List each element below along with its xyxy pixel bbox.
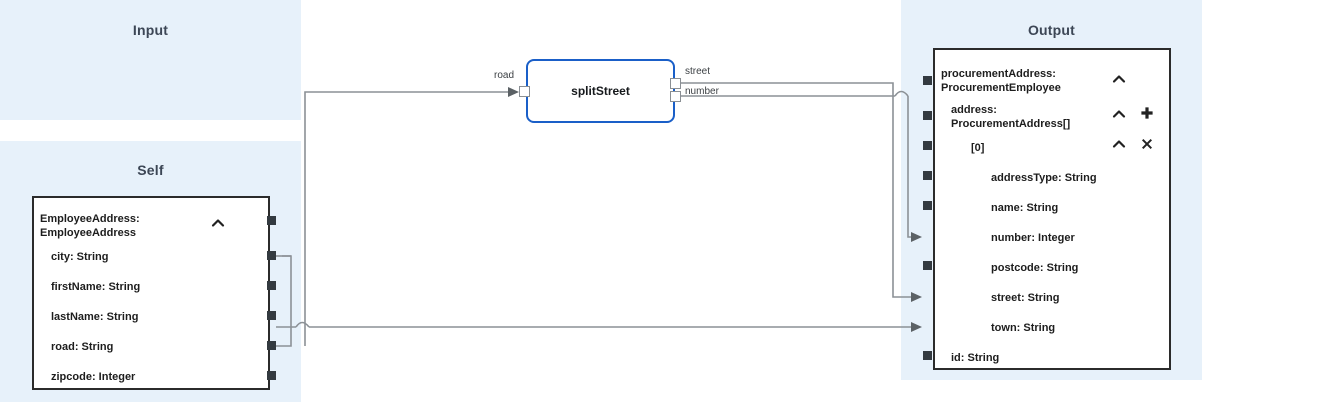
output-field-id[interactable]: id: String — [951, 352, 1000, 364]
self-panel-title: Self — [137, 162, 164, 178]
output-root-label: procurementAddress: ProcurementEmployee — [941, 68, 1061, 94]
function-output-port-number[interactable] — [670, 91, 681, 102]
output-port-id[interactable] — [923, 351, 932, 360]
self-port-road[interactable] — [267, 341, 276, 350]
output-port-addresstype[interactable] — [923, 171, 932, 180]
function-node-label: splitStreet — [571, 84, 630, 98]
self-port-zipcode[interactable] — [267, 371, 276, 380]
output-port-postcode[interactable] — [923, 261, 932, 270]
output-schema-node[interactable]: procurementAddress: ProcurementEmployee … — [933, 48, 1171, 370]
chevron-up-icon[interactable] — [1112, 139, 1126, 149]
output-field-name[interactable]: name: String — [991, 202, 1059, 214]
self-field-road[interactable]: road: String — [51, 341, 114, 353]
output-port-index[interactable] — [923, 141, 932, 150]
self-root-label: EmployeeAddress: EmployeeAddress — [40, 213, 140, 239]
output-field-street[interactable]: street: String — [991, 292, 1060, 304]
self-port-city[interactable] — [267, 251, 276, 260]
function-node-splitstreet[interactable]: splitStreet — [526, 59, 675, 123]
output-port-name[interactable] — [923, 201, 932, 210]
wire-self-road-to-splitstreet — [304, 91, 508, 346]
chevron-up-icon[interactable] — [1112, 74, 1126, 84]
self-port-lastname[interactable] — [267, 311, 276, 320]
self-field-lastname[interactable]: lastName: String — [51, 311, 139, 323]
output-field-number[interactable]: number: Integer — [991, 232, 1075, 244]
chevron-up-icon[interactable] — [1112, 109, 1126, 119]
output-field-addresstype[interactable]: addressType: String — [991, 172, 1097, 184]
input-panel: Input — [0, 0, 301, 120]
self-field-city[interactable]: city: String — [51, 251, 109, 263]
self-field-firstname[interactable]: firstName: String — [51, 281, 141, 293]
wire-label-street: street — [685, 66, 711, 77]
self-port-firstname[interactable] — [267, 281, 276, 290]
function-output-port-street[interactable] — [670, 78, 681, 89]
function-input-port-road[interactable] — [519, 86, 530, 97]
output-port-address[interactable] — [923, 111, 932, 120]
plus-icon[interactable] — [1140, 106, 1154, 120]
wire-label-number: number — [685, 86, 719, 97]
wire-label-road: road — [494, 70, 515, 81]
close-icon[interactable] — [1140, 137, 1154, 151]
output-field-town[interactable]: town: String — [991, 322, 1056, 334]
input-panel-title: Input — [132, 22, 169, 38]
output-field-postcode[interactable]: postcode: String — [991, 262, 1079, 274]
wire-street-to-output-street — [681, 82, 920, 298]
output-index-label: [0] — [971, 142, 985, 154]
self-schema-node[interactable]: EmployeeAddress: EmployeeAddress city: S… — [32, 196, 270, 390]
output-port-root[interactable] — [923, 76, 932, 85]
output-panel-title: Output — [1027, 22, 1076, 38]
self-field-zipcode[interactable]: zipcode: Integer — [51, 371, 136, 383]
arrowhead-road-input — [508, 87, 519, 97]
self-port-root[interactable] — [267, 216, 276, 225]
output-address-label: address: ProcurementAddress[] — [951, 104, 1071, 130]
chevron-up-icon[interactable] — [211, 218, 225, 228]
